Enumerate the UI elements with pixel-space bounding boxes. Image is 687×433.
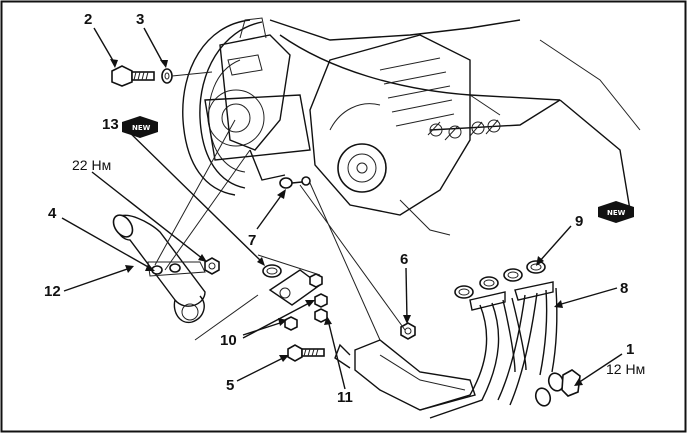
muffler-flange (268, 269, 328, 331)
torque-label-12nm: 12 Нм (606, 361, 645, 377)
muffler-12 (112, 214, 206, 324)
callout-2: 2 (84, 11, 92, 28)
new-badge-9: NEW (598, 201, 634, 223)
callout-6: 6 (400, 251, 408, 268)
leader-lines (61, 27, 623, 390)
muffler-nut (204, 257, 220, 275)
assembly-guide-lines (154, 119, 406, 341)
nut-6 (400, 322, 416, 340)
washer-3 (161, 68, 173, 84)
motorcycle-frame (269, 19, 641, 211)
swingarm-bracket (204, 17, 311, 181)
callout-3: 3 (136, 11, 144, 28)
bolt-5 (287, 344, 325, 362)
callout-5: 5 (226, 377, 234, 394)
callout-11: 11 (337, 389, 353, 406)
gasket-13 (262, 264, 282, 278)
callout-13: 13 (102, 116, 119, 133)
callout-12: 12 (44, 283, 61, 300)
callout-7: 7 (248, 232, 256, 249)
engine-block (309, 34, 561, 236)
callout-1: 1 (626, 341, 634, 358)
new-badge-13: NEW (122, 116, 158, 138)
bolt-2 (111, 65, 155, 87)
leader-3-to-bracket (171, 71, 213, 77)
rear-wheel (182, 19, 265, 196)
callout-4: 4 (48, 205, 57, 222)
callout-8: 8 (620, 280, 628, 297)
callout-9: 9 (575, 213, 583, 230)
exhaust-pipes-8 (334, 260, 581, 419)
frame-bolt-7 (279, 176, 311, 189)
torque-label-22nm: 22 Нм (72, 157, 111, 173)
svg-text:NEW: NEW (607, 209, 626, 217)
callout-10: 10 (220, 332, 237, 349)
svg-text:NEW: NEW (132, 124, 151, 132)
